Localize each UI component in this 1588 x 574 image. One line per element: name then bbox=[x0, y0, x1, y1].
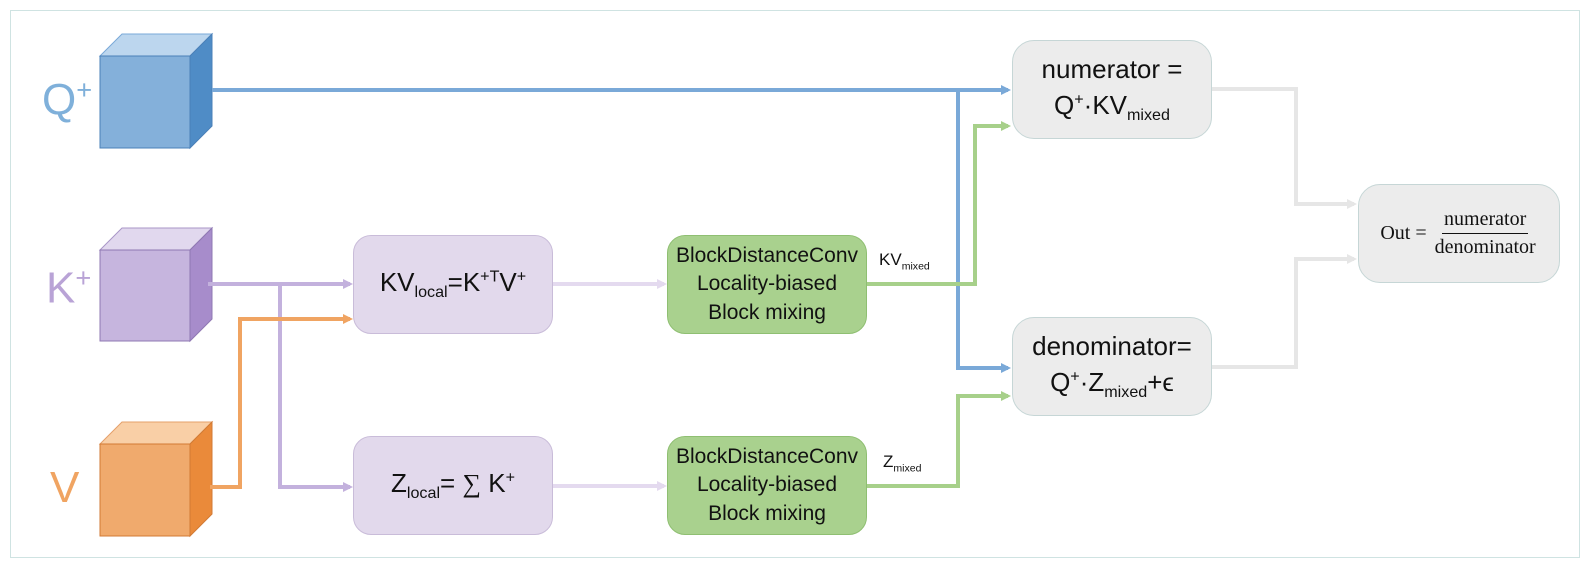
v-to-kvlocal-arrow bbox=[210, 314, 353, 489]
denominator-box: denominator= Q+·Zmixed+ϵ bbox=[1012, 317, 1212, 416]
out-fraction: numerator denominator bbox=[1433, 208, 1538, 259]
zmixed-to-denominator-arrow bbox=[867, 391, 1011, 488]
numerator-line1: numerator = bbox=[1041, 54, 1183, 85]
denominator-to-out-arrow bbox=[1212, 254, 1357, 369]
conv-bottom-line2: Locality-biased bbox=[696, 473, 838, 497]
v-input-label: V bbox=[50, 463, 80, 512]
k-input-label: K+ bbox=[46, 262, 92, 313]
conv-top-line1: BlockDistanceConv bbox=[675, 243, 859, 267]
out-numerator: numerator bbox=[1442, 208, 1529, 234]
denominator-line1: denominator= bbox=[1032, 331, 1192, 362]
q-input-label: Q+ bbox=[42, 74, 93, 125]
kv-local-box: KVlocal=K+TV+ bbox=[353, 235, 553, 334]
numerator-line2: Q+·KVmixed bbox=[1054, 89, 1170, 124]
block-distance-conv-bottom: BlockDistanceConv Locality-biased Block … bbox=[667, 436, 867, 535]
z-mixed-label: Zmixed bbox=[883, 452, 922, 475]
q-cube bbox=[98, 32, 214, 150]
conv-bottom-line1: BlockDistanceConv bbox=[675, 444, 859, 468]
out-lhs: Out = bbox=[1380, 222, 1427, 244]
kvmixed-to-numerator-arrow bbox=[867, 121, 1011, 286]
block-distance-conv-top: BlockDistanceConv Locality-biased Block … bbox=[667, 235, 867, 334]
q-to-denominator-arrow bbox=[956, 90, 1011, 373]
numerator-to-out-arrow bbox=[1212, 87, 1357, 209]
k-to-zlocal-arrow bbox=[278, 284, 353, 492]
denominator-line2: Q+·Zmixed+ϵ bbox=[1050, 366, 1174, 401]
out-denominator: denominator bbox=[1434, 236, 1536, 258]
k-cube bbox=[98, 226, 214, 343]
v-cube bbox=[98, 420, 214, 538]
conv-top-line3: Block mixing bbox=[708, 300, 826, 324]
diagram-frame bbox=[10, 10, 1580, 558]
conv-bottom-line3: Block mixing bbox=[708, 501, 826, 525]
kv-mixed-label: KVmixed bbox=[879, 250, 930, 273]
conv-top-line2: Locality-biased bbox=[696, 272, 838, 296]
numerator-box: numerator = Q+·KVmixed bbox=[1012, 40, 1212, 139]
z-local-box: Zlocal= ∑ K+ bbox=[353, 436, 553, 535]
out-box: Out = numerator denominator bbox=[1358, 184, 1560, 283]
